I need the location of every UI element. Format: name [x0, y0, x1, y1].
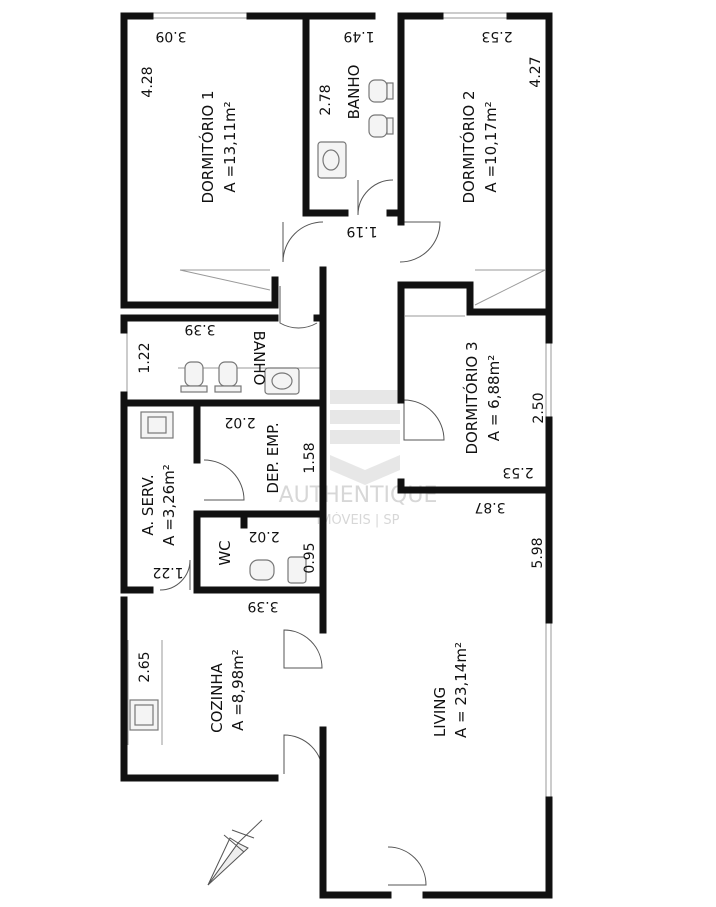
door-dorm3	[403, 399, 445, 441]
dim-339-coz: 3.39	[247, 598, 278, 614]
room-dorm3-name: DORMITÓRIO 3	[462, 341, 481, 454]
dimension-labels: 3.09 4.28 1.49 2.78 2.53 4.27 1.19 3.39 …	[137, 28, 547, 683]
door-cozinha	[283, 629, 323, 669]
dim-149: 1.49	[343, 28, 374, 44]
dim-202-dep: 2.02	[224, 414, 255, 430]
dim-122-horiz: 1.22	[152, 564, 183, 580]
dim-598: 5.98	[530, 537, 546, 568]
dim-309: 3.09	[155, 28, 186, 44]
dim-095: 0.95	[302, 542, 318, 573]
toilet-icon	[214, 361, 242, 393]
room-dorm2-area: A =10,17m²	[482, 101, 500, 192]
room-dorm1-area: A =13,11m²	[221, 101, 239, 192]
room-banho1-name: BANHO	[250, 331, 268, 386]
room-depemp-name: DEP. EMP.	[264, 422, 282, 493]
room-cozinha-name: COZINHA	[208, 662, 226, 732]
toilet-icon	[368, 79, 394, 103]
room-dorm1-name: DORMITÓRIO 1	[198, 90, 217, 203]
north-arrow-icon	[207, 819, 263, 886]
room-living-name: LIVING	[431, 687, 449, 737]
room-cozinha-area: A =8,98m²	[229, 649, 247, 731]
dim-119: 1.19	[346, 223, 377, 239]
room-wc-name: WC	[216, 540, 234, 565]
dim-427: 4.27	[528, 56, 544, 87]
room-living-area: A = 23,14m²	[452, 642, 470, 738]
room-banho2-name: BANHO	[345, 65, 363, 120]
watermark-sub: IMÓVEIS | SP	[317, 512, 400, 528]
door-aserv	[159, 559, 191, 591]
door-cozinha-living	[283, 734, 324, 775]
room-aserv-name: A. SERV.	[139, 474, 157, 535]
bidet-icon	[368, 114, 394, 138]
room-labels: DORMITÓRIO 1 A =13,11m² BANHO DORMITÓRIO…	[139, 65, 503, 738]
dim-158: 1.58	[302, 442, 318, 473]
door-dorm2	[399, 221, 441, 263]
room-dorm2-name: DORMITÓRIO 2	[459, 90, 478, 203]
dim-387: 3.87	[474, 499, 505, 515]
bidet-icon	[180, 361, 208, 393]
dim-250: 2.50	[531, 392, 547, 423]
watermark-logo-icon	[330, 390, 400, 485]
kitchen-sink-icon	[129, 699, 159, 731]
dim-278: 2.78	[318, 84, 334, 115]
dim-122-vert: 1.22	[137, 342, 153, 373]
walls	[120, 12, 553, 899]
laundry-sink-icon	[140, 411, 174, 439]
room-dorm3-area: A = 6,88m²	[485, 355, 503, 441]
sink-icon	[317, 141, 347, 179]
detail-lines	[126, 12, 552, 800]
sink-icon	[264, 367, 300, 395]
dim-253-d3: 2.53	[502, 464, 533, 480]
door-dorm1	[279, 286, 318, 329]
dim-265: 2.65	[137, 651, 153, 682]
dim-339-top: 3.39	[184, 321, 215, 337]
door-banho2	[357, 179, 394, 216]
door-hall-top-left	[282, 221, 324, 263]
door-swings	[159, 179, 445, 886]
fixtures	[129, 79, 394, 731]
door-entrance	[387, 846, 427, 886]
sink-icon	[287, 556, 307, 584]
dim-253-top: 2.53	[481, 28, 512, 44]
door-depemp	[203, 459, 245, 501]
toilet-icon	[249, 559, 275, 581]
dim-202-wc: 2.02	[248, 528, 279, 544]
dim-428: 4.28	[140, 66, 156, 97]
room-aserv-area: A =3,26m²	[160, 464, 178, 546]
